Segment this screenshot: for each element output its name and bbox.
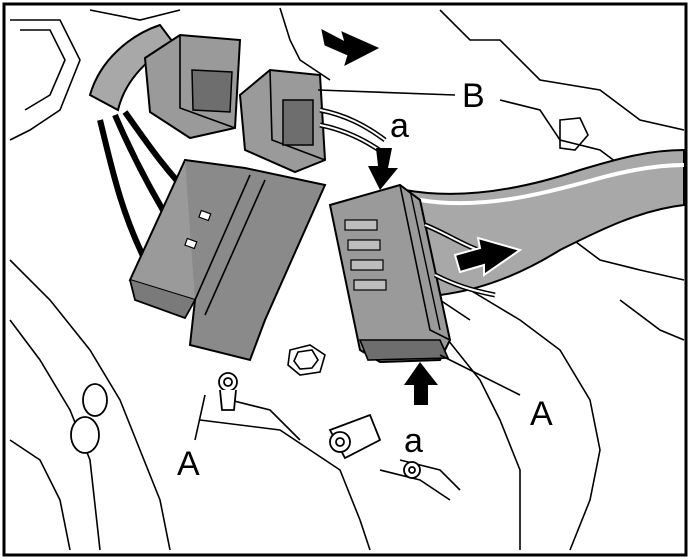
arrow-up-icon <box>404 362 438 405</box>
connector-a-left <box>128 158 327 362</box>
arrow-right-icon <box>321 29 380 66</box>
arrow-down-icon <box>368 148 398 190</box>
callout-a-left: A <box>177 445 200 483</box>
callout-a-top: a <box>390 107 409 145</box>
connector-b-left-half <box>143 33 242 140</box>
leader-lines <box>194 89 521 441</box>
callout-a-right: A <box>530 395 553 433</box>
bolt-center <box>328 413 382 460</box>
callout-a-bottom: a <box>404 422 423 460</box>
bolt-left <box>70 372 238 454</box>
callout-b: B <box>462 77 485 115</box>
connector-b-right-half <box>238 68 387 174</box>
connector-a-right <box>328 183 496 364</box>
arrow-double-icon <box>453 236 523 277</box>
bolt-bottom <box>403 461 421 479</box>
